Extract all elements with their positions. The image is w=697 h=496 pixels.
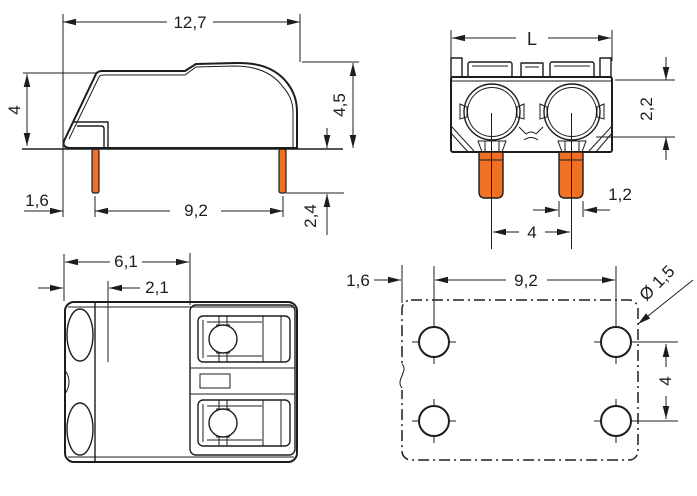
view-drilling-plan: 1,6 9,2 Ø 1,5 4	[346, 262, 694, 461]
dim-drill-row-spacing: 4	[656, 376, 675, 385]
dim-top-opening-offset: 2,1	[145, 278, 169, 297]
dim-drill-hole-spacing: 9,2	[514, 271, 538, 290]
front-end-tab-left	[450, 57, 463, 78]
drill-hole-top-left	[418, 326, 450, 358]
side-pin-left	[91, 148, 100, 194]
drill-hole-top-right	[600, 326, 632, 358]
front-end-tab-right	[599, 57, 612, 78]
top-actuator-block	[189, 304, 296, 456]
dim-front-clamp-depth: 2,2	[637, 97, 656, 121]
dim-side-pin-length: 2,4	[301, 204, 320, 228]
dim-side-edge-to-pin: 1,6	[25, 191, 49, 210]
top-housing-outline	[64, 301, 298, 463]
dim-side-height-front: 4	[5, 105, 24, 114]
view-top: 6,1 2,1	[38, 252, 298, 463]
side-housing-outline	[62, 61, 298, 149]
dim-drill-edge-distance: 1,6	[346, 271, 370, 290]
front-button-middle	[520, 62, 544, 78]
dim-front-overall-length: L	[527, 29, 537, 49]
dim-front-pole-pitch: 4	[527, 223, 536, 242]
side-foot	[74, 121, 109, 148]
view-side: 12,7 4 4,5 2,4 1,6 9,2	[5, 13, 359, 235]
top-pushbutton-2	[197, 399, 291, 447]
front-button-right	[549, 61, 595, 78]
top-wire-opening-2	[66, 402, 94, 456]
drill-hole-bottom-left	[418, 405, 450, 437]
dim-side-overall-width: 12,7	[173, 13, 206, 32]
dim-side-height-back: 4,5	[330, 93, 349, 117]
top-wire-opening-1	[66, 308, 94, 362]
dim-top-overall-depth: 6,1	[114, 252, 138, 271]
view-front: L 2,2 1,2 4	[450, 29, 675, 249]
dim-drill-hole-diameter: Ø 1,5	[636, 262, 679, 305]
drill-board-outline	[401, 299, 639, 461]
top-pushbutton-1	[197, 315, 291, 363]
drill-hole-bottom-right	[600, 405, 632, 437]
front-button-left	[467, 61, 513, 78]
dim-front-pin-width: 1,2	[608, 185, 632, 204]
side-pin-right	[278, 148, 287, 194]
dim-side-pin-spacing: 9,2	[184, 201, 208, 220]
side-housing-inner-contour	[68, 65, 294, 148]
